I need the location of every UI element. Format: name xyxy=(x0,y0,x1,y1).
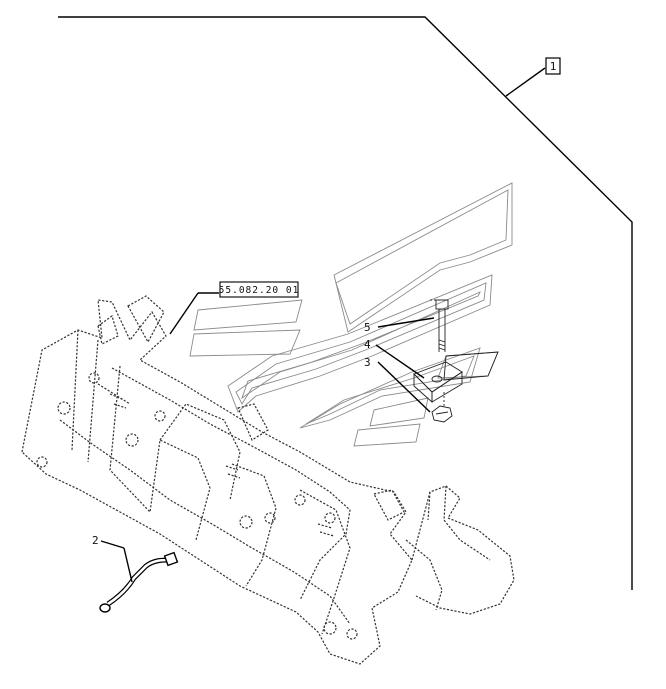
decal-graphic xyxy=(189,182,513,447)
callout-3: 3 xyxy=(364,356,371,369)
loader-bucket xyxy=(21,295,515,665)
assembly-ref-box: 1 xyxy=(545,57,561,75)
callout-5: 5 xyxy=(364,321,371,334)
bolt xyxy=(430,299,450,352)
assembly-ref-label: 1 xyxy=(550,60,557,73)
cutting-edge-blade xyxy=(413,351,499,404)
section-ref-label: 55.082.20 01 xyxy=(219,285,300,296)
nut xyxy=(431,392,453,423)
assembly-bracket-line xyxy=(58,16,633,590)
callout-leaders xyxy=(100,317,435,583)
section-ref-box: 55.082.20 01 xyxy=(169,281,300,335)
callout-4: 4 xyxy=(364,338,371,351)
hydraulic-pipe xyxy=(99,551,179,613)
callout-2: 2 xyxy=(92,534,99,547)
